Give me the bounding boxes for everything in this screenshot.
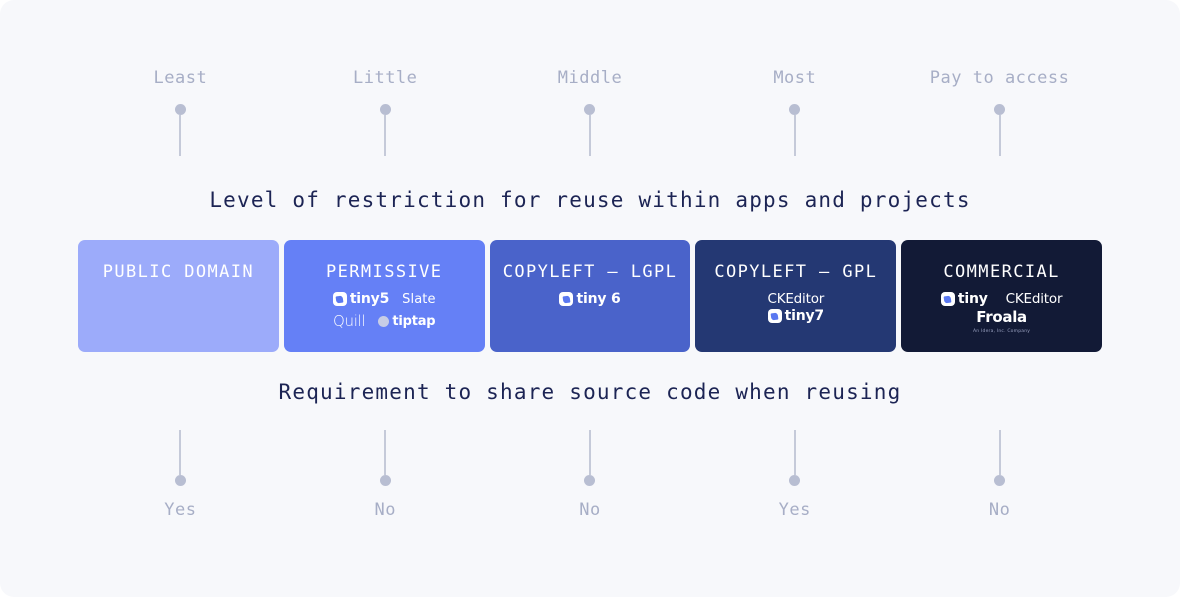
tinymce-logo-icon — [332, 292, 347, 306]
product-logo-row: tiny CKEditor — [940, 291, 1063, 307]
pin-dot-icon — [789, 104, 801, 115]
license-card-permissive[interactable]: PERMISSIVE tiny5 Slate Quill tiptap — [283, 240, 485, 352]
pin-dot-icon — [994, 475, 1006, 486]
pin-dot-icon — [584, 104, 596, 115]
pin-stem-icon — [588, 430, 591, 475]
product-logo-list: tiny5 Slate Quill tiptap — [284, 291, 485, 330]
product-logo-list: tiny 6 — [490, 291, 691, 307]
license-card-title: PUBLIC DOMAIN — [102, 262, 255, 282]
pin-dot-icon — [379, 104, 391, 115]
quill-logo-icon: Quill — [332, 312, 366, 330]
license-card-title: COMMERCIAL — [943, 262, 1060, 282]
bottom-axis-label: No — [579, 500, 601, 520]
pin-stem-icon — [793, 115, 796, 156]
product-logo-quill: Quill — [332, 312, 366, 330]
product-logo-row: Quill tiptap — [332, 312, 436, 330]
pin-stem-icon — [384, 430, 387, 475]
product-logo-ckeditor: CKEditor — [1005, 291, 1063, 307]
tinymce-logo-icon — [940, 292, 955, 306]
bottom-axis-label: Yes — [778, 500, 811, 520]
pin-stem-icon — [588, 115, 591, 156]
product-logo-tiny5: tiny5 — [332, 291, 390, 307]
pin-dot-icon — [584, 475, 596, 486]
license-card-copyleft-gpl[interactable]: COPYLEFT — GPL CKEditor tiny7 — [695, 240, 897, 352]
pin-stem-icon — [179, 430, 182, 475]
top-axis-label: Little — [352, 68, 418, 88]
top-axis-label: Middle — [557, 68, 623, 88]
license-card-title: COPYLEFT — GPL — [714, 262, 878, 282]
product-logo-list: CKEditor tiny7 — [695, 291, 896, 324]
top-axis-label: Most — [773, 68, 817, 88]
pin-stem-icon — [998, 115, 1001, 156]
pin-stem-icon — [179, 115, 182, 156]
pin-stem-icon — [793, 430, 796, 475]
pin-dot-icon — [174, 475, 186, 486]
top-axis-label: Pay to access — [929, 68, 1070, 88]
top-axis-label: Least — [153, 68, 208, 88]
product-logo-tiny: tiny — [940, 291, 988, 307]
pin-stem-icon — [998, 430, 1001, 475]
product-logo-label: tiny5 — [349, 291, 390, 307]
pin-dot-icon — [379, 475, 391, 486]
product-logo-row: tiny7 — [767, 308, 825, 324]
license-card-title: COPYLEFT — LGPL — [502, 262, 678, 282]
pin-dot-icon — [789, 475, 801, 486]
product-logo-ckeditor: CKEditor — [767, 291, 825, 307]
product-logo-label: tiny7 — [784, 308, 825, 324]
product-logo-row: CKEditor — [767, 291, 824, 307]
top-axis-tick: Pay to access — [897, 68, 1102, 156]
bottom-axis-label: No — [988, 500, 1011, 520]
license-card-public-domain[interactable]: PUBLIC DOMAIN — [78, 240, 279, 352]
product-logo-label: tiny — [957, 291, 988, 307]
bottom-axis-tick: Yes — [78, 430, 283, 520]
product-logo-list: tiny CKEditor Froala An Idera, Inc. Comp… — [901, 291, 1102, 335]
license-card-title: PERMISSIVE — [326, 262, 443, 282]
product-logo-subtitle: An Idera, Inc. Company — [973, 329, 1031, 334]
tinymce-logo-icon — [767, 309, 782, 323]
bottom-axis-tick: No — [283, 430, 488, 520]
top-axis-rail: Least Little Middle Most Pay to access — [78, 68, 1102, 156]
product-logo-label: tiny 6 — [576, 291, 621, 307]
bottom-heading: Requirement to share source code when re… — [278, 380, 902, 404]
product-logo-label: tiptap — [392, 313, 436, 329]
bottom-axis-label: Yes — [164, 500, 197, 520]
product-logo-tiptap: tiptap — [378, 313, 436, 329]
product-logo-label: Froala — [976, 308, 1027, 326]
license-card-copyleft-lgpl[interactable]: COPYLEFT — LGPL tiny 6 — [489, 240, 691, 352]
tinymce-logo-icon — [559, 292, 574, 306]
product-logo-row: Froala An Idera, Inc. Company — [973, 310, 1030, 335]
license-card-commercial[interactable]: COMMERCIAL tiny CKEditor Froala An Idera… — [901, 240, 1102, 352]
bottom-axis-label: No — [374, 500, 396, 520]
pin-dot-icon — [174, 104, 186, 115]
license-card-row: PUBLIC DOMAIN PERMISSIVE tiny5 Slate Qui… — [78, 240, 1102, 352]
product-logo-row: tiny5 Slate — [332, 291, 436, 307]
pin-dot-icon — [994, 104, 1006, 115]
top-axis-tick: Most — [692, 68, 897, 156]
product-logo-tiny7: tiny7 — [767, 308, 825, 324]
bottom-axis-rail: Yes No No Yes No — [78, 430, 1102, 520]
tiptap-logo-icon — [378, 315, 390, 327]
bottom-axis-tick: No — [488, 430, 693, 520]
product-logo-row: tiny 6 — [559, 291, 621, 307]
top-axis-tick: Least — [78, 68, 283, 156]
bottom-axis-tick: No — [897, 430, 1102, 520]
product-logo-froala: Froala An Idera, Inc. Company — [973, 310, 1030, 335]
pin-stem-icon — [384, 115, 387, 156]
product-logo-tiny6: tiny 6 — [559, 291, 621, 307]
top-axis-tick: Middle — [488, 68, 693, 156]
product-logo-slate: Slate — [402, 291, 436, 307]
top-axis-tick: Little — [283, 68, 488, 156]
bottom-axis-tick: Yes — [692, 430, 897, 520]
top-heading: Level of restriction for reuse within ap… — [209, 188, 971, 212]
